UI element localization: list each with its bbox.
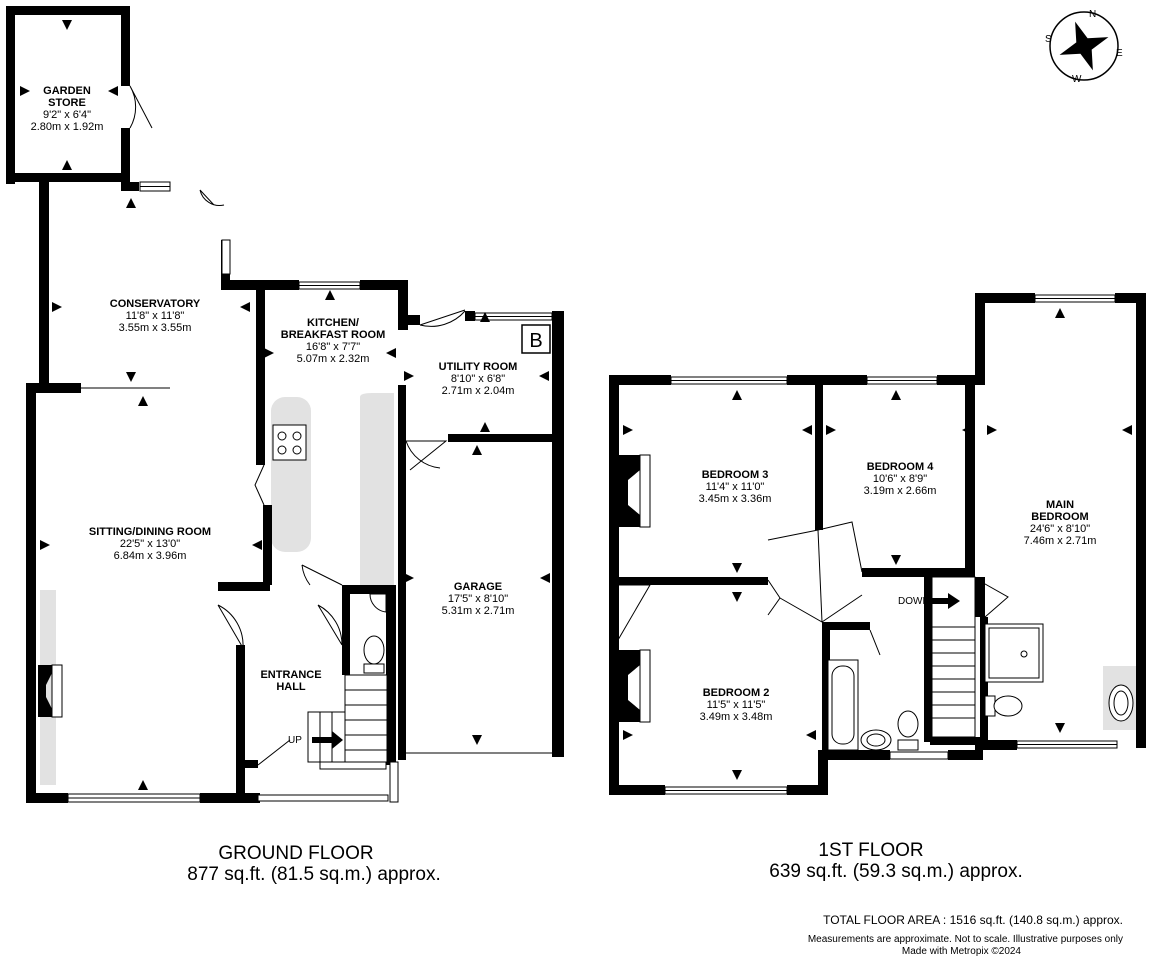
garden-store-imperial: 9'2" x 6'4" [43, 109, 91, 121]
credit: Made with Metropix ©2024 [902, 946, 1022, 957]
sitting-imperial: 22'5" x 13'0" [120, 538, 180, 550]
kitchen-imperial: 16'8" x 7'7" [306, 341, 360, 353]
garage-metric: 5.31m x 2.71m [442, 605, 515, 617]
boiler-label: B [529, 330, 542, 352]
first-floor-area: 639 sq.ft. (59.3 sq.m.) approx. [769, 861, 1022, 882]
bedroom3-name: BEDROOM 3 [702, 469, 769, 481]
ensuite-basin-icon [1108, 684, 1134, 722]
stairs-down-label: DOWN [898, 596, 930, 607]
first-dimension-arrows [623, 308, 1132, 780]
stairs-up-label: UP [288, 735, 302, 746]
disclaimer: Measurements are approximate. Not to sca… [808, 934, 1123, 945]
garden-store-name-line1: GARDEN [43, 85, 91, 97]
bedroom3-imperial: 11'4" x 11'0" [706, 481, 765, 493]
bedroom2-name: BEDROOM 2 [703, 687, 770, 699]
conservatory-metric: 3.55m x 3.55m [119, 322, 192, 334]
bedroom2-imperial: 11'5" x 11'5" [707, 699, 766, 711]
compass-letter-n: N [1089, 9, 1096, 20]
main-bedroom-name-line1: MAIN [1046, 499, 1074, 511]
garden-store-name-line2: STORE [48, 97, 86, 109]
kitchen-worktop-left [271, 397, 311, 552]
toilet-icon [363, 635, 385, 674]
main-bedroom-imperial: 24'6" x 8'10" [1030, 523, 1090, 535]
garden-store-metric: 2.80m x 1.92m [31, 121, 104, 133]
compass-letter-s: S [1045, 34, 1052, 45]
kitchen-name-line1: KITCHEN/ [307, 317, 359, 329]
compass-rose-icon: N E S W [1045, 9, 1123, 85]
garage-name: GARAGE [454, 581, 502, 593]
bedroom2-metric: 3.49m x 3.48m [700, 711, 773, 723]
main-bedroom-metric: 7.46m x 2.71m [1024, 535, 1097, 547]
bedroom4-name: BEDROOM 4 [867, 461, 935, 473]
utility-name: UTILITY ROOM [439, 361, 518, 373]
bedroom3-metric: 3.45m x 3.36m [699, 493, 772, 505]
stairs-down-arrow-icon [932, 593, 960, 609]
bedroom4-metric: 3.19m x 2.66m [864, 485, 937, 497]
svg-text:GARDEN: GARDEN [43, 85, 91, 97]
stairs-arrow-icon [312, 731, 343, 749]
first-floor-title: 1ST FLOOR [818, 840, 923, 861]
utility-imperial: 8'10" x 6'8" [451, 373, 505, 385]
bathroom-toilet-icon [897, 710, 919, 751]
boiler-icon [521, 324, 551, 354]
stairs-up [307, 674, 388, 763]
basin-icon [369, 593, 387, 613]
kitchen-metric: 5.07m x 2.32m [297, 353, 370, 365]
sitting-name: SITTING/DINING ROOM [89, 526, 211, 538]
ground-floor-plan: B GARDEN STORE 9'2" x 6'4" 2.80m x 1.92m… [6, 6, 564, 885]
stairs-down [931, 576, 976, 738]
compass-letter-e: E [1116, 48, 1123, 59]
kitchen-name-line2: BREAKFAST ROOM [281, 329, 386, 341]
first-floor-plan: BEDROOM 3 11'4" x 11'0" 3.45m x 3.36m BE… [609, 293, 1146, 882]
conservatory-name: CONSERVATORY [110, 298, 201, 310]
ground-dimension-arrows [20, 20, 550, 790]
entrance-name-line2: HALL [276, 681, 306, 693]
shower-icon [984, 623, 1044, 683]
bath-icon [827, 659, 859, 751]
svg-text:STORE: STORE [48, 97, 86, 109]
entrance-name-line1: ENTRANCE [260, 669, 321, 681]
sitting-wall-unit [40, 590, 56, 785]
compass-letter-w: W [1072, 74, 1082, 85]
ensuite-toilet-icon [984, 695, 1023, 717]
main-bedroom-name-line2: BEDROOM [1031, 511, 1088, 523]
garage-imperial: 17'5" x 8'10" [448, 593, 508, 605]
total-floor-area: TOTAL FLOOR AREA : 1516 sq.ft. (140.8 sq… [823, 913, 1123, 927]
ground-floor-area: 877 sq.ft. (81.5 sq.m.) approx. [187, 864, 440, 885]
ground-floor-title: GROUND FLOOR [218, 843, 373, 864]
conservatory-imperial: 11'8" x 11'8" [126, 310, 185, 322]
kitchen-worktop-right [360, 393, 394, 585]
utility-metric: 2.71m x 2.04m [442, 385, 515, 397]
bedroom4-imperial: 10'6" x 8'9" [873, 473, 927, 485]
hob-icon [272, 424, 307, 461]
bathroom-basin-icon [860, 729, 892, 751]
sitting-metric: 6.84m x 3.96m [114, 550, 187, 562]
